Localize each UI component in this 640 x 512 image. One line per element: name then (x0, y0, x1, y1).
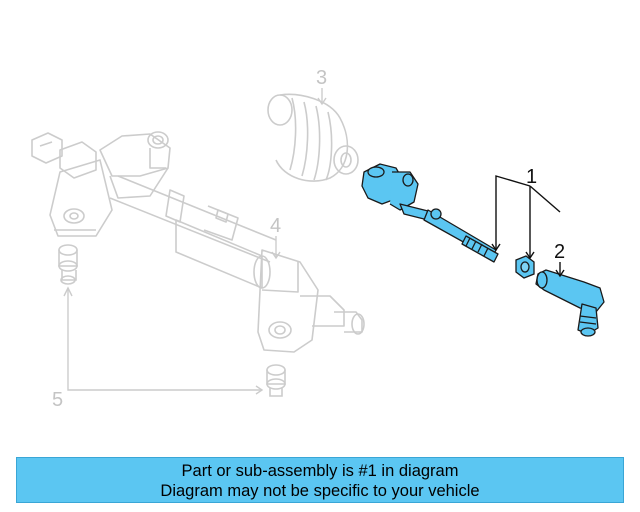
callout-3: 3 (316, 67, 327, 89)
banner-line-1: Part or sub-assembly is #1 in diagram (181, 462, 459, 480)
banner-line-2: Diagram may not be specific to your vehi… (160, 482, 480, 500)
callout-1: 1 (526, 166, 537, 188)
lock-nut (515, 255, 535, 279)
callout-leader-lines (491, 175, 565, 278)
rack-boot (267, 93, 359, 182)
info-banner: Part or sub-assembly is #1 in diagram Di… (16, 457, 624, 503)
callout-4: 4 (270, 215, 281, 237)
ghost-leader-lines (63, 88, 327, 395)
callout-2: 2 (554, 241, 565, 263)
inner-tie-rod (361, 163, 499, 263)
tie-rod-end (535, 269, 605, 337)
parts-diagram: 3 4 5 1 2 (31, 67, 605, 411)
steering-rack-housing (31, 131, 365, 353)
rubber-mount-lower (266, 364, 286, 397)
rubber-mount-upper (58, 244, 78, 285)
callout-5: 5 (52, 389, 63, 411)
